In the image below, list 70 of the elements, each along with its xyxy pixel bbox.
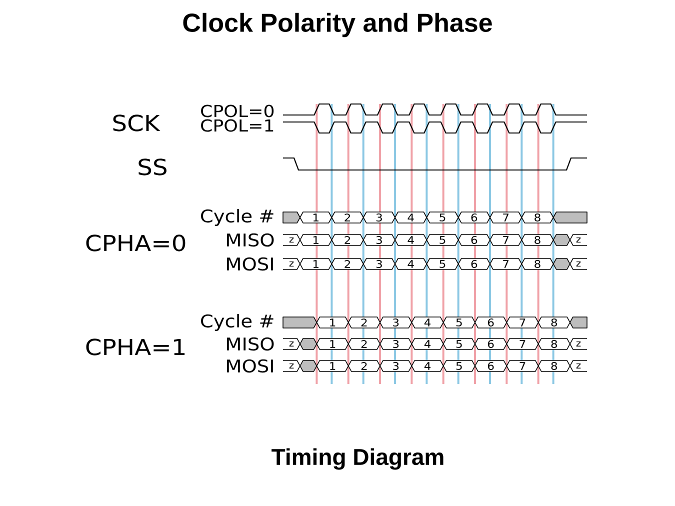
bus-cell: 5 [442,316,476,328]
bus-cell: 7 [490,212,522,224]
bus-cell: 5 [442,360,476,372]
bus-cell: 3 [380,316,412,328]
signal-label: SCK [113,114,160,132]
bus-cell: z [282,360,300,372]
bus-cell: 2 [331,258,364,270]
bus-cell: 3 [380,360,412,372]
bus-cell: 8 [538,360,570,372]
bus-cell: 4 [411,360,444,372]
bus-cell: 8 [521,258,554,270]
mode-label: CPHA=0 [86,234,186,252]
bus-cell: 8 [521,234,554,246]
bus-cell: 8 [538,338,570,350]
bus-cell: 3 [362,258,396,270]
bus-cell: 6 [458,212,490,224]
bus-cell: 3 [362,234,396,246]
bus-cell: 4 [394,212,428,224]
signal-label: Cycle # [201,209,274,226]
bus-cell: 3 [362,212,396,224]
caption: Timing Diagram [272,448,444,470]
bus-cell: 4 [394,234,428,246]
bus-cell: 1 [316,360,349,372]
bus-cell: 5 [426,212,459,224]
bus-cell: 5 [426,234,459,246]
bus-cell: 7 [506,316,539,328]
bus-cell: 5 [442,338,476,350]
bus-cell: 1 [300,234,332,246]
mode-label: CPHA=1 [86,338,185,356]
bus-cell: 6 [474,360,508,372]
bus-cell: z [282,338,300,350]
bus-cell: 2 [331,234,364,246]
bus-cell: 5 [426,258,459,270]
bus-cell: 7 [506,360,539,372]
title: Clock Polarity and Phase [183,12,492,38]
bus-cell: 1 [316,316,349,328]
bus-cell: z [570,234,588,246]
bus-cell: 7 [506,338,539,350]
signal-label: Cycle # [201,314,274,331]
bus-cell: 8 [521,212,554,224]
bus-cell: 4 [394,258,428,270]
bus-cell: 7 [490,258,522,270]
bus-cell: z [570,258,588,270]
bus-cell: z [282,234,300,246]
bus-cell: z [570,360,588,372]
bus-cell: 2 [348,360,380,372]
bus-cell: 2 [348,338,380,350]
signal-label: CPOL=0 [201,104,274,118]
signal-label: MISO [227,337,274,351]
bus-cell: 2 [348,316,380,328]
bus-cell: 6 [474,338,508,350]
signal-label: MOSI [227,359,273,373]
signal-label: SS [138,158,166,176]
signal-label: CPOL=1 [201,119,274,132]
bus-cell: z [570,338,588,350]
bus-cell: 4 [411,338,444,350]
bus-cell: 1 [300,212,332,224]
signal-label: MOSI [227,257,273,271]
bus-cell: 1 [316,338,349,350]
bus-cell: 6 [458,258,490,270]
bus-cell: 7 [490,234,522,246]
bus-cell: 6 [474,316,508,328]
signal-label: MISO [227,233,274,247]
bus-cell: 2 [331,212,364,224]
bus-cell: 8 [538,316,570,328]
bus-cell: 3 [380,338,412,350]
bus-cell: 1 [300,258,332,270]
bus-cell: 6 [458,234,490,246]
bus-cell: z [282,258,300,270]
bus-cell: 4 [411,316,444,328]
